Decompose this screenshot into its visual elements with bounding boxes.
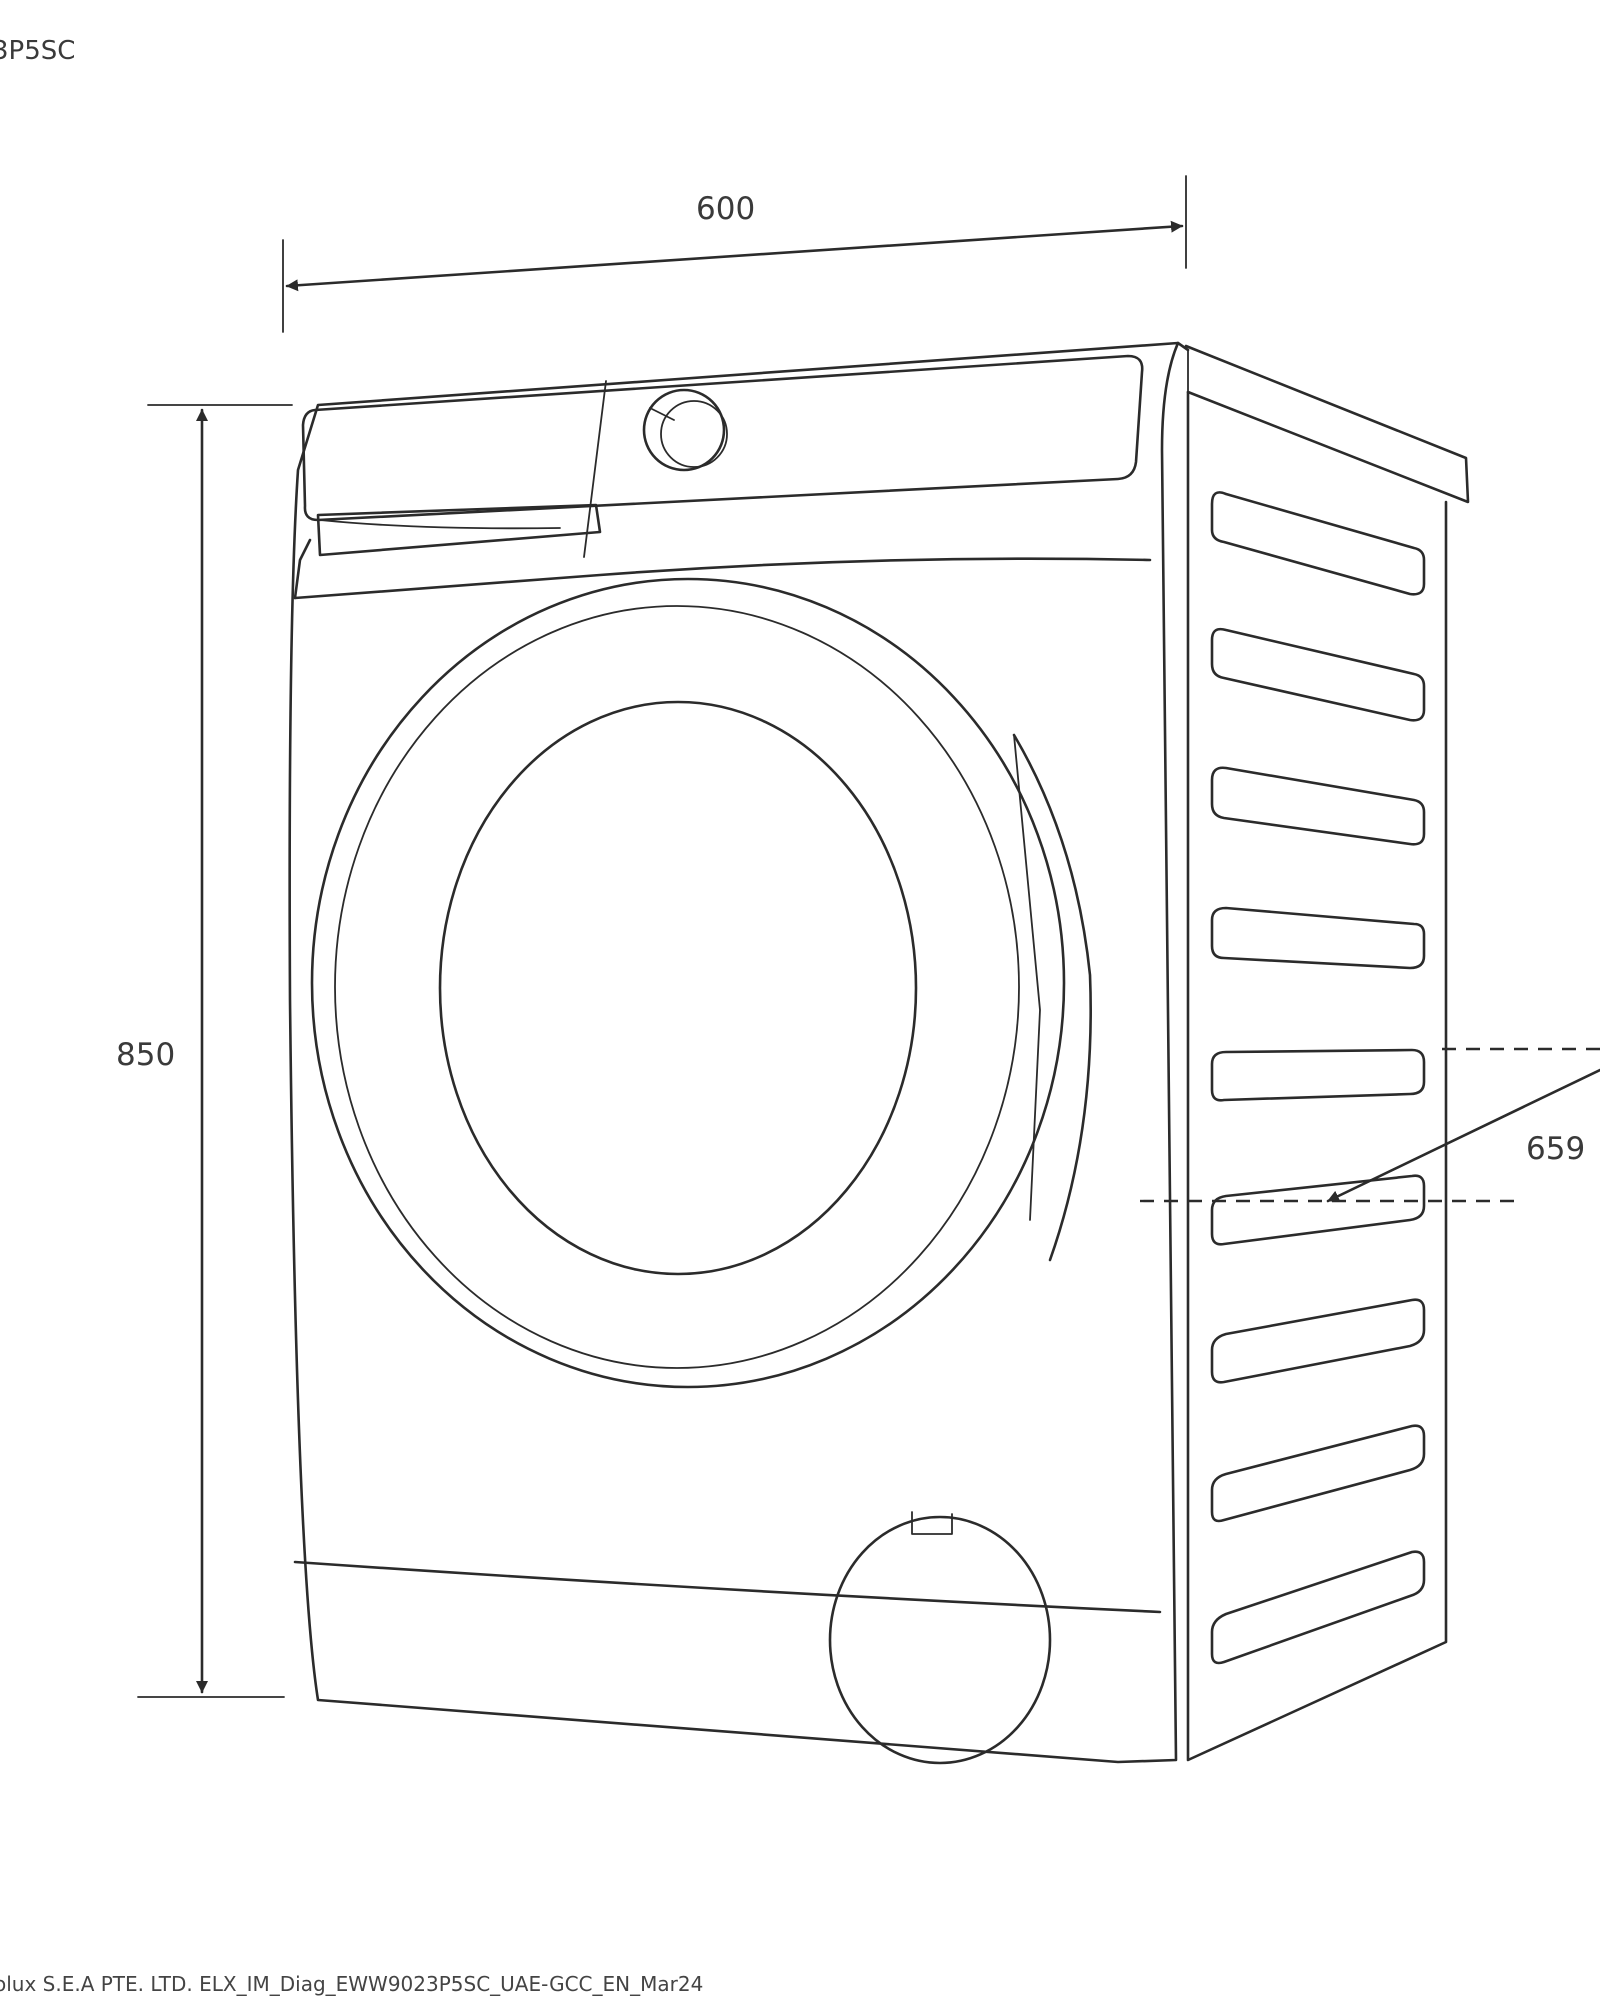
width-dimension-line [282,175,1187,333]
footer-document-reference: olux S.E.A PTE. LTD. ELX_IM_Diag_EWW9023… [0,1972,704,1996]
side-vents [1210,491,1426,1665]
machine-body [288,341,1470,1765]
depth-dimension-line [1140,1047,1600,1203]
height-dimension-line [137,404,293,1698]
depth-label: 659 [1526,1131,1586,1167]
height-label: 850 [116,1037,176,1073]
width-label: 600 [696,191,756,227]
model-code-label: 3P5SC [0,36,76,66]
